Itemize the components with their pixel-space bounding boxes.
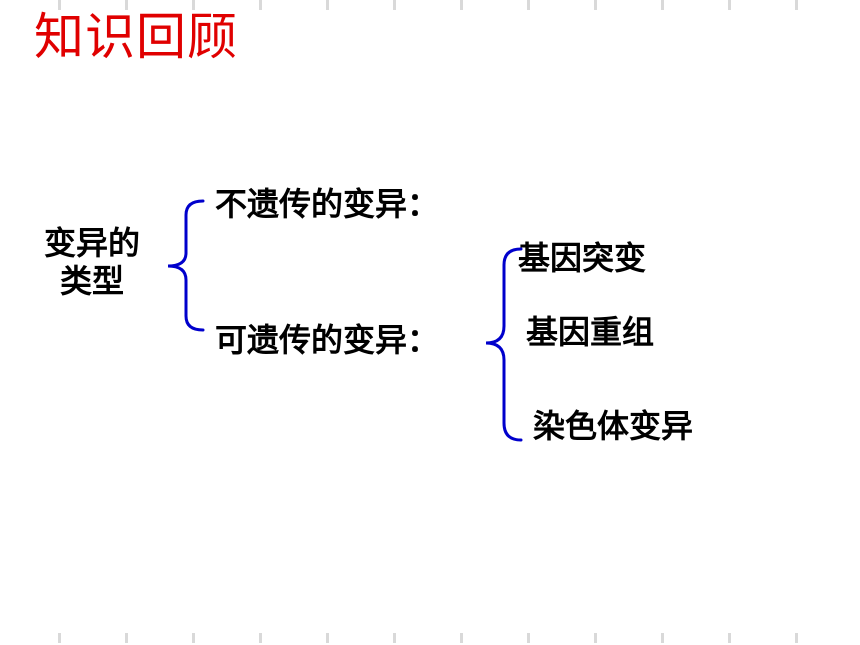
- tick-mark: [393, 0, 396, 10]
- tick-mark: [125, 0, 128, 10]
- branch-heritable: 可遗传的变异：: [215, 321, 440, 359]
- tick-mark: [326, 633, 329, 643]
- branch-non-heritable: 不遗传的变异：: [215, 185, 440, 223]
- slide-title: 知识回顾: [34, 8, 238, 66]
- tick-mark: [795, 0, 798, 10]
- right-curly-brace: [485, 247, 523, 442]
- root-label-line2: 类型: [59, 262, 124, 300]
- tick-mark: [192, 633, 195, 643]
- leaf-chromosomal-variation: 染色体变异: [533, 407, 694, 445]
- tick-mark: [393, 633, 396, 643]
- tick-mark: [527, 0, 530, 10]
- left-curly-brace: [167, 199, 205, 332]
- tick-mark: [125, 633, 128, 643]
- bottom-tick-border: [0, 633, 860, 643]
- leaf-gene-mutation: 基因突变: [518, 239, 647, 277]
- tick-mark: [728, 633, 731, 643]
- root-node: 变异的 类型: [32, 224, 152, 300]
- root-label-line1: 变异的: [43, 224, 140, 262]
- tick-mark: [594, 633, 597, 643]
- tick-mark: [259, 0, 262, 10]
- tick-mark: [58, 0, 61, 10]
- tick-mark: [58, 633, 61, 643]
- tick-mark: [594, 0, 597, 10]
- tick-mark: [259, 633, 262, 643]
- top-tick-border: [0, 0, 860, 10]
- tick-mark: [460, 0, 463, 10]
- tick-mark: [661, 0, 664, 10]
- tick-mark: [795, 633, 798, 643]
- tick-mark: [460, 633, 463, 643]
- tick-mark: [192, 0, 195, 10]
- tick-mark: [527, 633, 530, 643]
- tick-mark: [728, 0, 731, 10]
- tick-mark: [661, 633, 664, 643]
- tick-mark: [326, 0, 329, 10]
- leaf-gene-recombination: 基因重组: [526, 313, 655, 351]
